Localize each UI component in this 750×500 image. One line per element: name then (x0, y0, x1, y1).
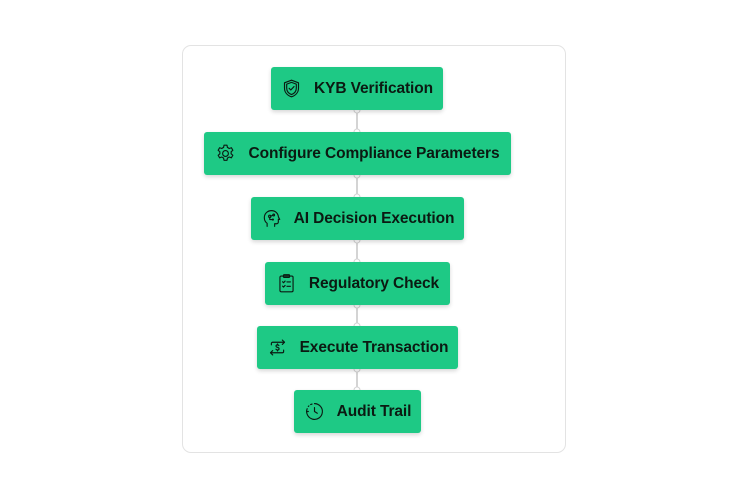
step-ai-decision-execution[interactable]: AI Decision Execution (251, 197, 464, 240)
shield-check-icon (281, 78, 302, 99)
ai-head-icon (261, 208, 282, 229)
checklist-clipboard-icon (276, 273, 297, 294)
step-label: Execute Transaction (299, 338, 449, 356)
step-label: Regulatory Check (308, 274, 440, 292)
history-clock-icon (304, 401, 325, 422)
step-audit-trail[interactable]: Audit Trail (294, 390, 421, 433)
step-label: Audit Trail (336, 402, 412, 420)
step-execute-transaction[interactable]: Execute Transaction (257, 326, 458, 369)
step-configure-compliance-parameters[interactable]: Configure Compliance Parameters (204, 132, 511, 175)
gear-icon (215, 143, 236, 164)
step-label: KYB Verification (314, 79, 433, 97)
step-regulatory-check[interactable]: Regulatory Check (265, 262, 450, 305)
dollar-transfer-icon (267, 337, 288, 358)
step-kyb-verification[interactable]: KYB Verification (271, 67, 443, 110)
step-label: Configure Compliance Parameters (248, 144, 500, 162)
step-label: AI Decision Execution (293, 209, 455, 227)
workflow-card (182, 45, 566, 453)
